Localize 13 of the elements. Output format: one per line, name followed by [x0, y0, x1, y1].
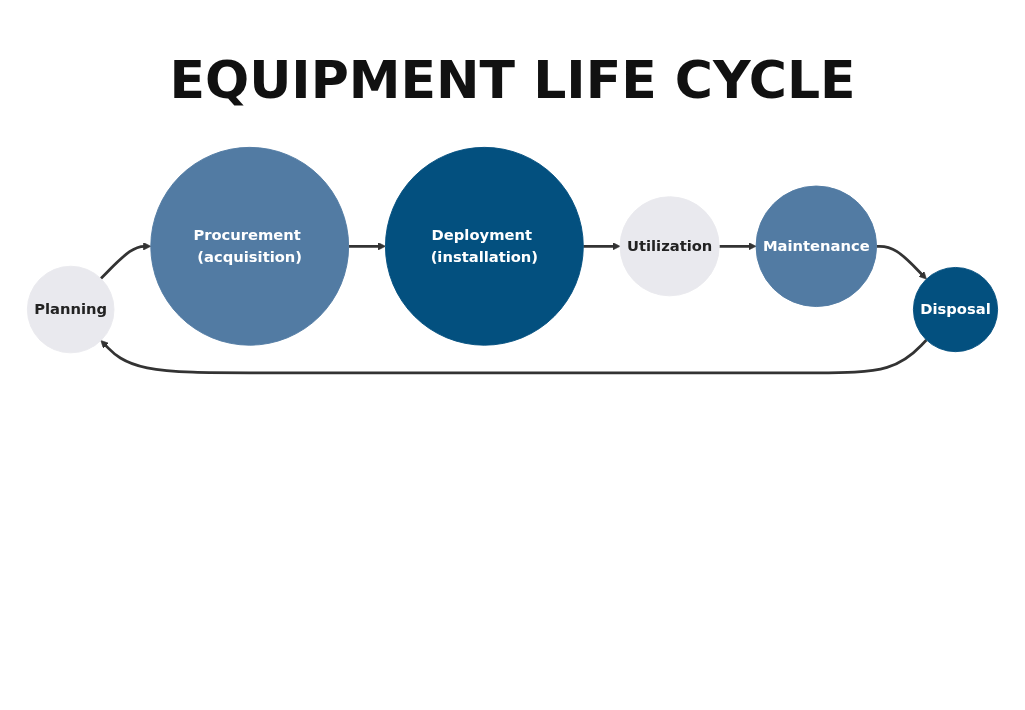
arrow [583, 242, 621, 251]
node-circle: Utilization [619, 196, 720, 297]
arrow [100, 339, 928, 375]
arrow [99, 242, 152, 280]
node-circle: Disposal [912, 266, 999, 353]
node-circle: Deployment (installation) [385, 146, 584, 346]
node-circle: Maintenance [755, 185, 878, 307]
node-circle: Planning [26, 265, 115, 354]
node-circle: Procurement (acquisition) [150, 146, 350, 346]
diagram-title: EQUIPMENT LIFE CYCLE [169, 50, 856, 110]
arrow [719, 242, 757, 251]
arrow [876, 244, 927, 280]
arrow [348, 242, 386, 251]
